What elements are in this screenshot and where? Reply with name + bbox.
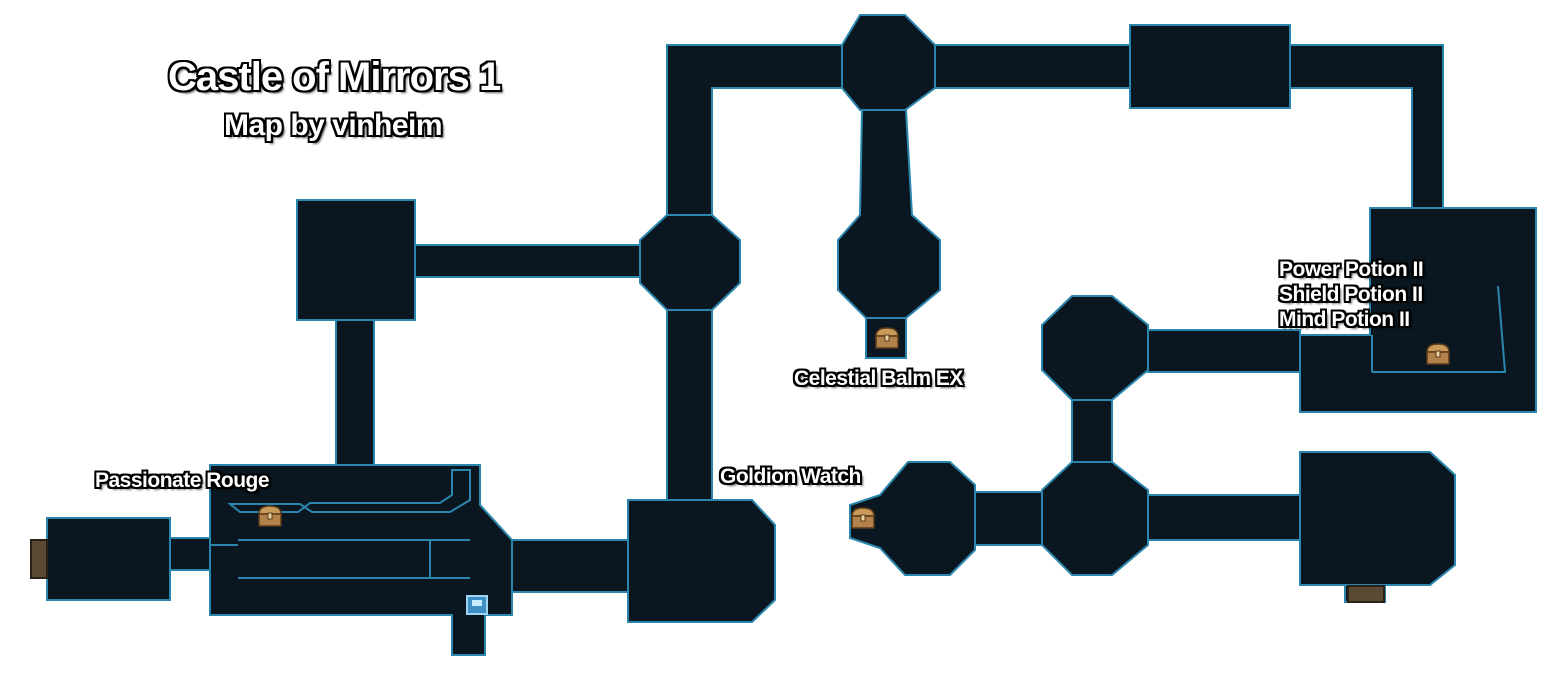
corridor-goldion (974, 491, 1043, 546)
room-left-square (296, 199, 416, 321)
treasure-label-mind-potion-ii: Mind Potion II (1279, 308, 1410, 332)
corridor-lower-east (511, 539, 629, 593)
treasure-chest-icon (851, 507, 875, 529)
treasure-chest-icon (875, 327, 899, 349)
treasure-chest-icon[interactable] (257, 504, 283, 528)
corridor-hub-down (666, 309, 713, 501)
room-lower-left-main (209, 464, 513, 656)
treasure-chest-icon[interactable] (850, 506, 876, 530)
lower-left-inner-outline (227, 469, 471, 513)
room-right-octagon-lower (1041, 461, 1149, 576)
room-lower-right (1299, 451, 1456, 586)
map-title: Castle of Mirrors 1 (168, 55, 501, 99)
save-point-icon[interactable] (466, 595, 488, 615)
room-top-octagon (841, 14, 936, 111)
treasure-chest-icon[interactable] (874, 326, 900, 350)
door-icon[interactable] (1347, 585, 1385, 603)
room-top-right (1129, 24, 1291, 109)
treasure-label-passionate-rouge: Passionate Rouge (95, 469, 270, 492)
right-tall-inner-outline (1371, 285, 1507, 373)
corridor-left-hub-west (414, 244, 641, 278)
lower-left-inner-bar (210, 539, 470, 579)
map-subtitle: Map by vinheim (224, 109, 443, 142)
corridor-lower-left-west (169, 537, 211, 571)
room-left-hub (639, 214, 741, 311)
treasure-label-power-potion-ii: Power Potion II (1279, 258, 1424, 281)
treasure-chest-icon (1426, 343, 1450, 365)
corridor-left-square-down (335, 319, 375, 471)
room-far-left (46, 517, 171, 601)
room-lower-center (627, 499, 776, 623)
treasure-label-celestial-balm-ex: Celestial Balm EX (794, 367, 963, 390)
corridor-lower-right (1147, 494, 1301, 541)
door-icon[interactable] (30, 539, 48, 579)
corridor-top-right (934, 44, 1131, 89)
treasure-label-goldion-watch: Goldion Watch (720, 465, 861, 488)
room-right-tall (1299, 207, 1537, 413)
corridor-top-east (1289, 44, 1444, 209)
treasure-chest-icon[interactable] (1425, 342, 1451, 366)
corridor-top-left-vertical (666, 44, 843, 216)
corridor-right-to-tall (1147, 329, 1301, 373)
treasure-label-shield-potion-ii: Shield Potion II (1279, 283, 1423, 307)
room-goldion (849, 461, 976, 576)
treasure-label-stack-potions: Power Potion II Shield Potion II Mind Po… (1279, 258, 1424, 334)
room-right-octagon-upper (1041, 295, 1149, 401)
treasure-chest-icon (258, 505, 282, 527)
corridor-right-vertical (1071, 399, 1113, 463)
